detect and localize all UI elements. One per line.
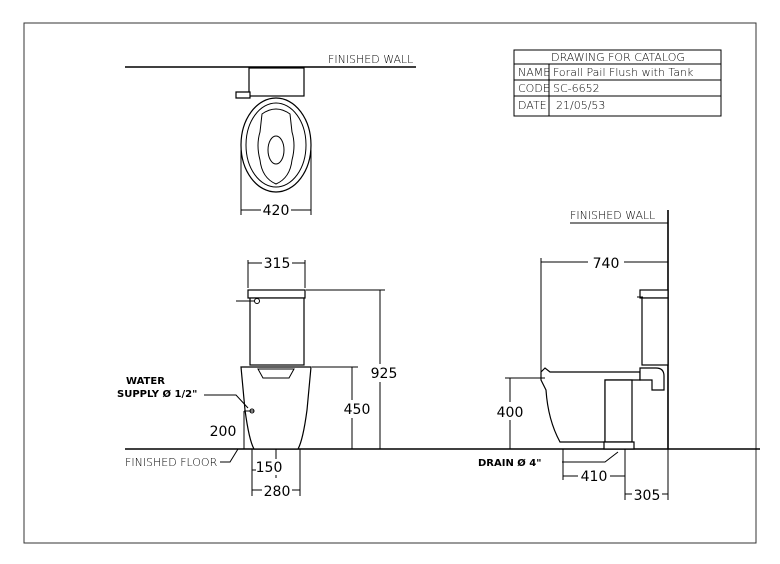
drawing-frame	[23, 22, 757, 544]
dim-base-width: 280	[264, 484, 291, 500]
plan-tank	[248, 67, 305, 97]
front-view: 315 925 450 WATER SUPPLY Ø 1/2" 200 FINI…	[117, 255, 760, 500]
front-bowl	[240, 366, 312, 450]
side-tank-lid	[639, 289, 669, 299]
finished-wall-label-side: FINISHED WALL	[570, 209, 655, 222]
plan-flush-lever	[235, 91, 251, 99]
title-block-header: DRAWING FOR CATALOG	[551, 51, 685, 64]
dim-drain-wall: 305	[634, 488, 661, 504]
drain-label: DRAIN Ø 4"	[478, 457, 541, 469]
finished-wall-label-top: FINISHED WALL	[328, 53, 413, 66]
title-block-name-value: Forall Pail Flush with Tank	[553, 66, 694, 79]
side-view: FINISHED WALL 740 400 DRAIN Ø 4" 410	[478, 209, 669, 504]
side-tank	[641, 297, 669, 366]
dim-tank-width: 315	[264, 256, 291, 272]
side-trap-pipe	[639, 367, 665, 391]
dim-supply-offset: 150	[256, 460, 283, 476]
title-block-code-value: SC-6652	[553, 82, 600, 95]
dim-seat-height: 400	[497, 405, 524, 421]
dim-bowl-height: 450	[344, 402, 371, 418]
title-block-name-label: NAME	[518, 66, 550, 79]
plan-view: FINISHED WALL 420	[125, 53, 416, 219]
dim-total-height: 925	[371, 366, 398, 382]
title-block-code-label: CODE	[518, 82, 550, 95]
front-tank-lid	[247, 289, 306, 299]
plan-drain-hole	[267, 135, 285, 165]
plan-bowl-outer	[240, 97, 312, 193]
water-supply-label-line2: SUPPLY Ø 1/2"	[117, 388, 197, 400]
title-block-date-label: DATE	[518, 99, 547, 112]
dim-depth: 740	[593, 256, 620, 272]
dim-plan-width: 420	[263, 203, 290, 219]
finished-floor-label: FINISHED FLOOR	[125, 456, 218, 469]
dim-supply-height: 200	[210, 424, 237, 440]
front-tank	[249, 297, 305, 366]
water-supply-label-line1: WATER	[126, 376, 165, 387]
title-block-date-value: 21/05/53	[556, 99, 605, 112]
title-block: DRAWING FOR CATALOG NAME Forall Pail Flu…	[513, 49, 722, 117]
plan-bowl-inner	[257, 108, 295, 185]
dim-drain-distance: 410	[581, 469, 608, 485]
